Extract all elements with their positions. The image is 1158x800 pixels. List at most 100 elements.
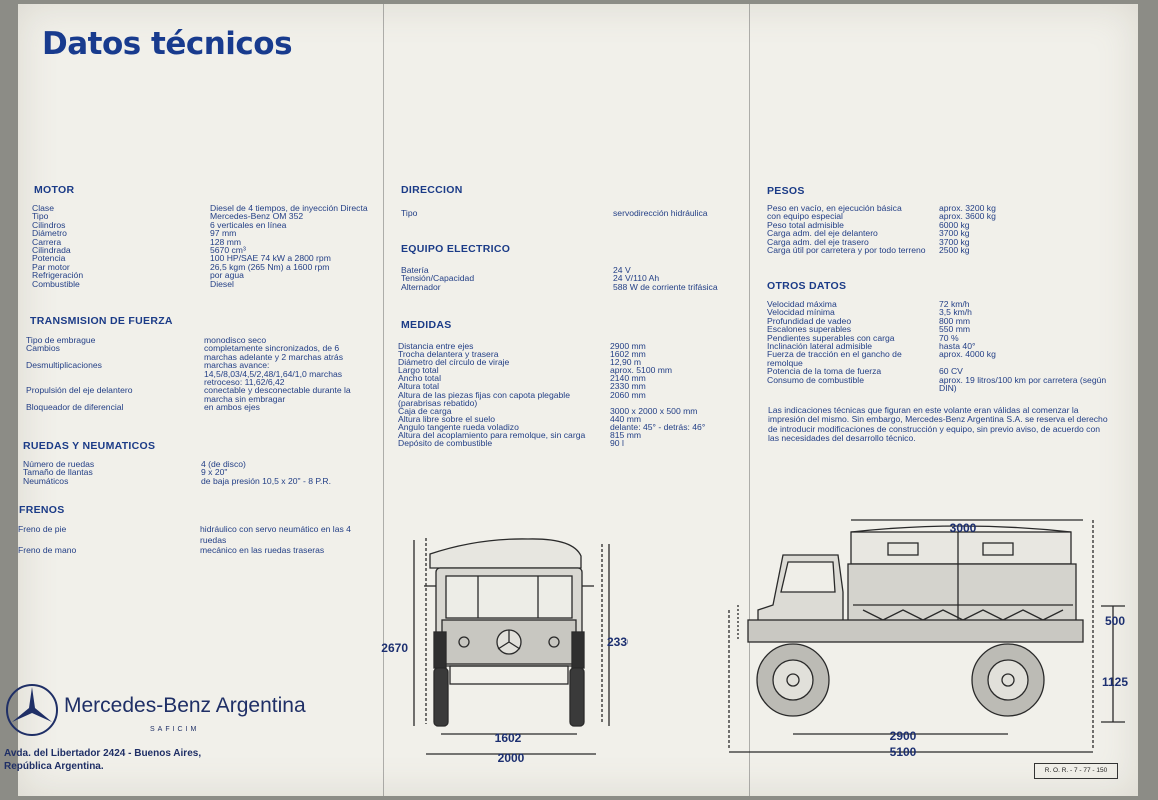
spec-value: aprox. 3200 kg: [939, 203, 996, 213]
mercedes-star-logo-icon: [6, 684, 58, 736]
spec-value: completamente sincronizados, de 6 marcha…: [204, 343, 343, 362]
spec-label: Desmultiplicaciones: [26, 360, 102, 371]
spec-label: Angulo tangente rueda voladizo: [398, 421, 519, 432]
disclaimer: Las indicaciones técnicas que figuran en…: [768, 405, 1108, 443]
spec-label: Carga adm. del eje trasero: [767, 236, 869, 247]
spec-label: con equipo especial: [767, 211, 843, 222]
spec-label: Carga adm. del eje delantero: [767, 228, 878, 239]
spec-label: Freno de pie: [18, 524, 67, 534]
spec-row: Altura del acoplamiento para remolque, s…: [398, 430, 743, 441]
frenos-table: Freno de pie hidráulico con servo neumáti…: [18, 524, 370, 556]
spec-row: Altura libre sobre el suelo 440 mm: [398, 413, 743, 424]
print-code: R. O. R. - 7 - 77 - 150: [1034, 763, 1118, 779]
spec-value: 1602 mm: [610, 349, 646, 360]
dim-front-height-right: 2330: [607, 635, 628, 649]
spec-label: Tamaño de llantas: [23, 467, 93, 478]
spec-label: Altura libre sobre el suelo: [398, 413, 495, 424]
spec-value: 3000 x 2000 x 500 mm: [610, 405, 698, 416]
spec-value: 24 V/110 Ah: [613, 273, 660, 284]
spec-label: Cilindros: [32, 219, 66, 230]
dim-front-width: 2000: [498, 751, 525, 765]
address: Avda. del Libertador 2424 - Buenos Aires…: [4, 747, 201, 773]
spec-value: servodirección hidráulica: [613, 208, 708, 218]
side-view-drawing: 3000 500 1125 2900 5100: [728, 519, 1128, 759]
spec-value: 815 mm: [610, 430, 642, 441]
direccion-title: DIRECCION: [401, 184, 463, 196]
spec-value: hasta 40°: [939, 341, 976, 352]
dim-front-height-left: 2670: [381, 641, 408, 655]
spec-row: Fuerza de tracción en el gancho de remol…: [767, 350, 1112, 367]
spec-value: 2140 mm: [610, 373, 646, 384]
spec-label: Peso total admisible: [767, 219, 844, 230]
spec-label: Freno de mano: [18, 545, 77, 555]
spec-label: Ancho total: [398, 373, 441, 384]
spec-value: delante: 45° - detrás: 46°: [610, 421, 706, 432]
spec-value: 440 mm: [610, 413, 642, 424]
page-title: Datos técnicos: [42, 26, 293, 62]
spec-row: Freno de mano mecánico en las ruedas tras…: [18, 545, 370, 556]
spec-value: por agua: [210, 270, 244, 281]
spec-label: Velocidad mínima: [767, 307, 835, 318]
spec-value: 2900 mm: [610, 341, 646, 351]
spec-value: 588 W de corriente trifásica: [613, 281, 718, 292]
spec-label: Altura del acoplamiento para remolque, s…: [398, 430, 586, 441]
spec-value: 4 (de disco): [201, 459, 246, 469]
spec-value: en ambos ejes: [204, 402, 260, 413]
spec-label: Peso en vacío, en ejecución básica: [767, 203, 902, 213]
spec-value: Diesel: [210, 278, 234, 289]
spec-value: 60 CV: [939, 366, 963, 377]
front-view-drawing: 2670 2330 1602 2000: [381, 538, 628, 765]
spec-value: 2500 kg: [939, 245, 970, 256]
spec-value: 2060 mm: [610, 389, 646, 400]
spec-value: mecánico en las ruedas traseras: [200, 545, 325, 555]
page-fold: [749, 4, 750, 796]
spec-value: hidráulico con servo neumático en las 4 …: [200, 524, 351, 545]
spec-label: Distancia entre ejes: [398, 341, 474, 351]
spec-label: Altura total: [398, 381, 440, 392]
frenos-title: FRENOS: [19, 504, 65, 516]
spec-value: 70 %: [939, 332, 959, 343]
spec-value: 12,90 m: [610, 357, 642, 368]
spec-label: Fuerza de tracción en el gancho de remol…: [767, 349, 902, 368]
address-line-2: República Argentina.: [4, 761, 104, 772]
dim-box-height: 500: [1105, 614, 1125, 628]
spec-value: 800 mm: [939, 315, 971, 326]
spec-label: Refrigeración: [32, 270, 84, 281]
pesos-title: PESOS: [767, 185, 805, 197]
transmision-title: TRANSMISION DE FUERZA: [30, 315, 173, 327]
spec-label: Pendientes superables con carga: [767, 332, 895, 343]
otros-title: OTROS DATOS: [767, 280, 847, 292]
spec-value: 90 l: [610, 438, 624, 449]
spec-label: Tipo: [32, 211, 49, 222]
spec-label: Largo total: [398, 365, 439, 376]
spec-label: Altura de las piezas fijas con capota pl…: [398, 389, 570, 408]
spec-value: Diesel de 4 tiempos, de inyección Direct…: [210, 203, 368, 213]
spec-label: Trocha delantera y trasera: [398, 349, 499, 360]
spec-value: aprox. 19 litros/100 km por carretera (s…: [939, 374, 1107, 394]
